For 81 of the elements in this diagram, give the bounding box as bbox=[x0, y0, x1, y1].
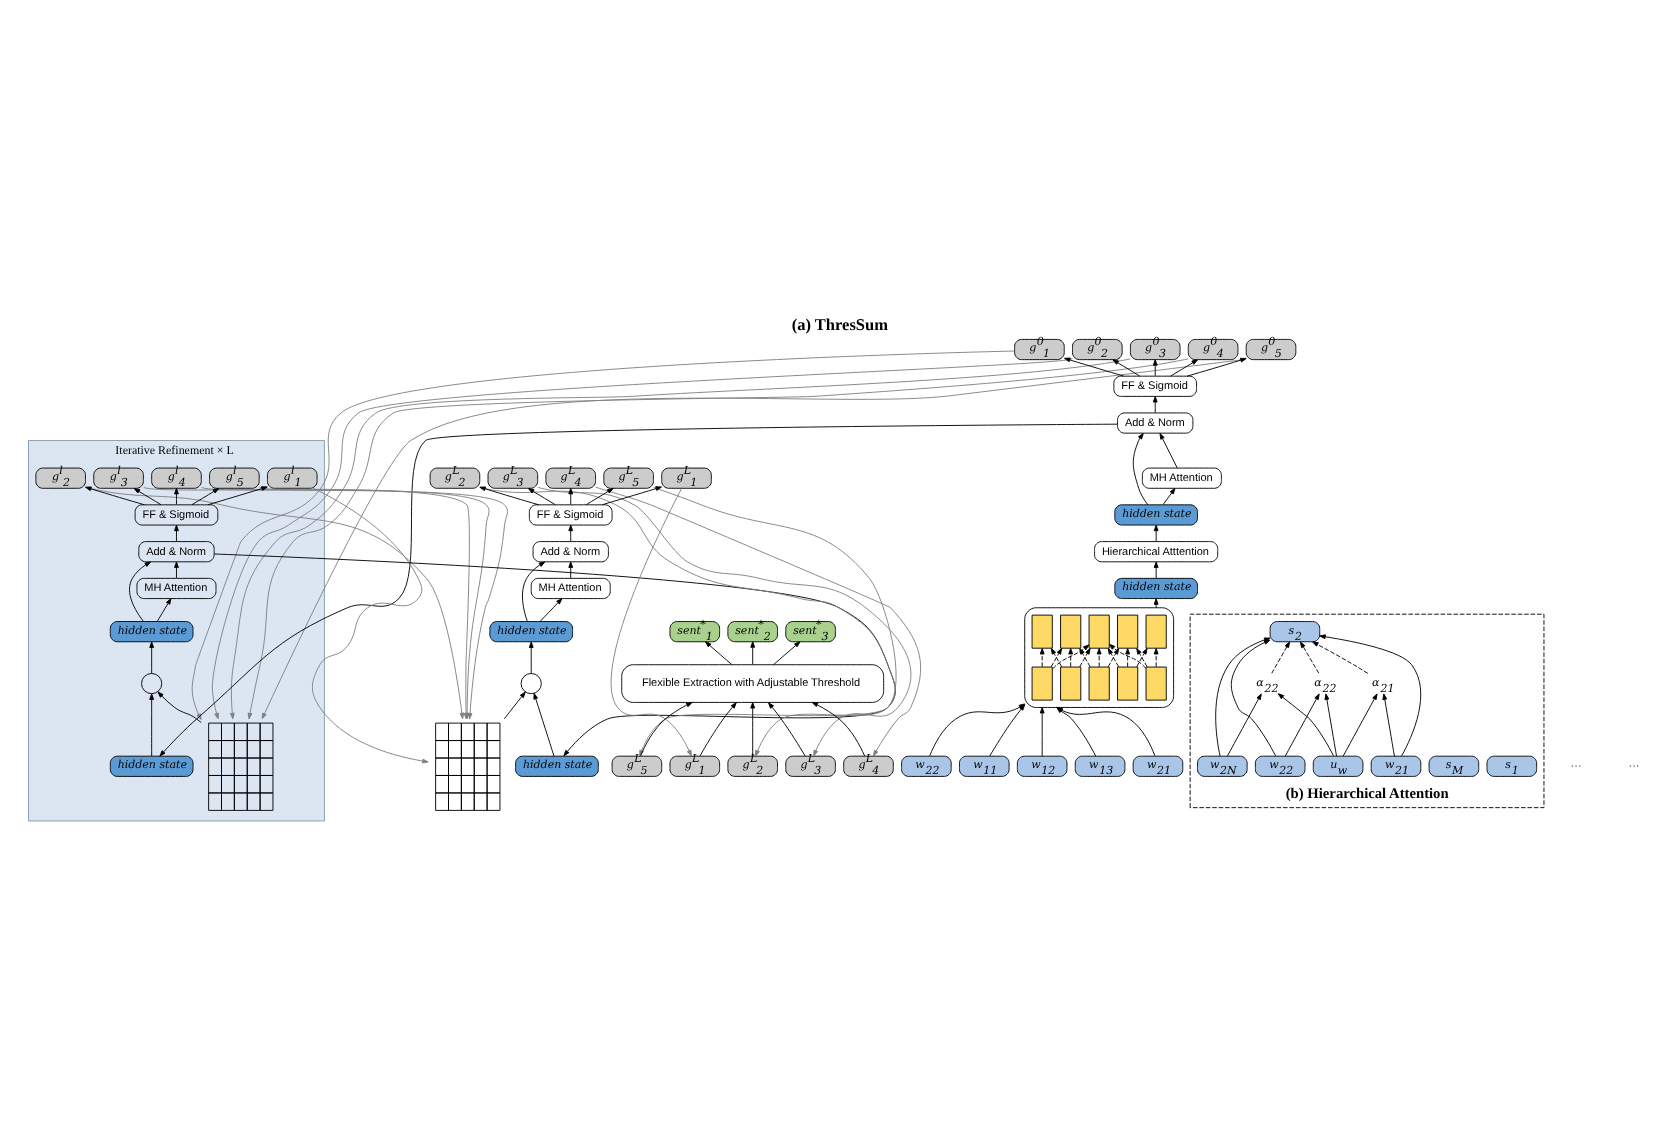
arrow bbox=[157, 690, 202, 722]
arrow bbox=[1159, 432, 1178, 468]
arrow bbox=[85, 485, 145, 505]
arrow bbox=[699, 701, 737, 756]
arrow bbox=[704, 640, 733, 665]
arrow bbox=[1039, 706, 1045, 756]
arrow bbox=[1108, 642, 1147, 668]
arrow bbox=[773, 640, 801, 665]
arrow bbox=[1312, 640, 1369, 673]
arrow bbox=[527, 487, 556, 505]
arrow bbox=[1152, 358, 1158, 376]
arrow bbox=[1153, 647, 1159, 667]
arrow bbox=[1125, 647, 1131, 667]
node-circle bbox=[520, 672, 542, 694]
arrow bbox=[1096, 647, 1102, 667]
arrow bbox=[1153, 523, 1159, 541]
arrow bbox=[149, 692, 155, 756]
arrow bbox=[1319, 633, 1422, 756]
diagram-title: (a) ThresSum bbox=[791, 314, 889, 333]
arrow bbox=[133, 487, 162, 505]
node-box bbox=[1117, 665, 1139, 700]
arrow bbox=[1153, 597, 1159, 608]
node-box bbox=[1060, 613, 1082, 648]
arrow bbox=[1226, 692, 1262, 756]
node-box bbox=[1060, 665, 1082, 700]
arrow bbox=[149, 640, 155, 673]
node-box bbox=[1088, 665, 1110, 700]
arrow bbox=[311, 486, 429, 763]
arrow bbox=[568, 523, 574, 541]
arrow bbox=[503, 690, 526, 719]
arrow bbox=[85, 486, 465, 719]
arrow bbox=[174, 523, 179, 541]
arrow bbox=[1039, 647, 1045, 667]
node-box bbox=[1145, 613, 1167, 648]
node-box bbox=[1031, 613, 1053, 648]
arrow bbox=[539, 597, 563, 621]
arrow bbox=[1079, 647, 1091, 667]
arrow bbox=[521, 560, 546, 621]
arrow bbox=[174, 560, 179, 578]
arrow bbox=[1284, 692, 1320, 756]
arrow bbox=[533, 691, 555, 756]
node-box bbox=[1031, 665, 1053, 700]
arrow bbox=[1064, 356, 1125, 376]
arrow bbox=[207, 485, 268, 505]
arrow bbox=[601, 485, 662, 505]
arrow bbox=[1050, 647, 1063, 667]
node-circle bbox=[141, 672, 163, 694]
arrow bbox=[1324, 692, 1337, 756]
arrow bbox=[1153, 560, 1159, 578]
arrow bbox=[156, 597, 172, 621]
arrow bbox=[568, 560, 574, 578]
arrow bbox=[174, 486, 179, 504]
arrow bbox=[1382, 692, 1395, 756]
arrow bbox=[1136, 647, 1148, 667]
node-box bbox=[1145, 665, 1167, 700]
node-box bbox=[1088, 613, 1110, 648]
arrow bbox=[1052, 643, 1090, 669]
node-box bbox=[1117, 613, 1139, 648]
arrow bbox=[1162, 486, 1176, 504]
arrow bbox=[1152, 395, 1158, 413]
arrow bbox=[479, 485, 540, 505]
arrow bbox=[1271, 640, 1291, 673]
arrow bbox=[1132, 432, 1149, 505]
arrow bbox=[129, 560, 152, 621]
arrow bbox=[750, 701, 756, 756]
arrow bbox=[1170, 358, 1198, 376]
arrow bbox=[1342, 692, 1378, 756]
arrow bbox=[1107, 647, 1120, 667]
arrow bbox=[811, 701, 866, 756]
arrow bbox=[1277, 692, 1334, 756]
cluster bbox=[1024, 606, 1175, 707]
arrow bbox=[750, 640, 756, 665]
arrow bbox=[528, 640, 534, 673]
arrow bbox=[191, 487, 220, 505]
arrow bbox=[1068, 647, 1074, 667]
arrow bbox=[585, 487, 614, 505]
arrow bbox=[1299, 640, 1320, 673]
arrow bbox=[1112, 358, 1141, 376]
arrow bbox=[768, 701, 806, 756]
arrow bbox=[1186, 356, 1247, 376]
arrow bbox=[568, 486, 574, 504]
